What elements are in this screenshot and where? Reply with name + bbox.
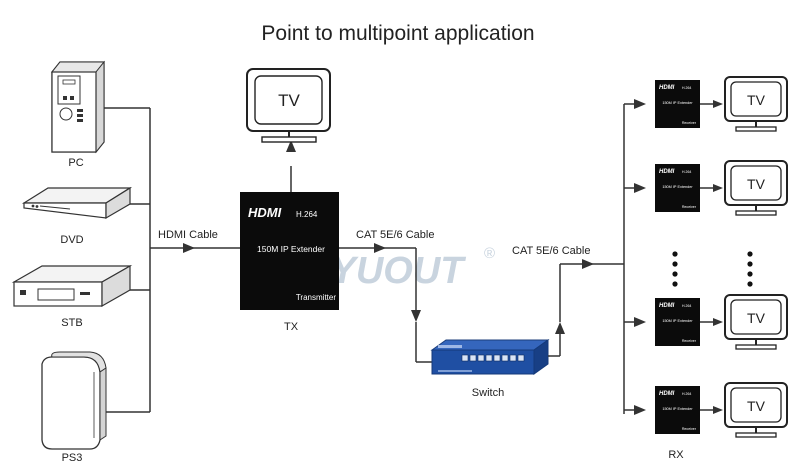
local-tv-label: TV: [278, 91, 300, 110]
display-output-arrow: [713, 100, 723, 108]
dvd-player-icon: [21, 186, 133, 220]
switch-ports: [461, 354, 525, 362]
display-output-arrow: [713, 406, 723, 414]
transmitter-codec: H.264: [296, 210, 318, 219]
receivers-caption: RX: [668, 449, 684, 461]
transmitter-box: HDMI H.264 150M IP Extender Transmitter: [240, 192, 339, 310]
receiver-role: Receiver: [682, 427, 697, 431]
receiver-codec: H.264: [682, 170, 691, 174]
pc-tower-icon: [50, 60, 106, 154]
receiver-brand-logo: HDMI: [659, 303, 675, 309]
tx-cat-arrow: [374, 243, 386, 253]
switch-port: [501, 354, 509, 362]
network-switch-icon: [430, 339, 550, 375]
receiver-model: 150M IP Extender: [662, 319, 693, 323]
receiver-role: Receiver: [682, 121, 697, 125]
switch-to-rx-cable: [548, 263, 624, 357]
receiver-box: [655, 164, 700, 212]
rx-up-arrow: [555, 322, 565, 334]
receiver-codec: H.264: [682, 86, 691, 90]
rx-cat-arrow: [582, 259, 594, 269]
receiver-tv-label: TV: [747, 398, 766, 414]
hdmi-source-bus: [104, 107, 240, 413]
transmitter-role: Transmitter: [296, 293, 336, 302]
set-top-box-icon: [11, 264, 133, 308]
local-tv-icon: TV: [246, 68, 331, 143]
switch-port: [461, 354, 469, 362]
receiver-model: 150M IP Extender: [662, 407, 693, 411]
game-console-icon: [41, 351, 107, 450]
receiver-input-arrow: [634, 405, 646, 415]
receiver-tv-icon: TV: [724, 382, 788, 438]
receiver-tv-label: TV: [747, 92, 766, 108]
receiver-codec: H.264: [682, 392, 691, 396]
receiver-tv-label: TV: [747, 176, 766, 192]
tx-down-arrow: [411, 310, 421, 322]
switch-caption: Switch: [472, 387, 504, 399]
transmitter-caption: TX: [284, 321, 299, 333]
receiver-brand-logo: HDMI: [659, 85, 675, 91]
transmitter-brand-logo: HDMI: [248, 205, 282, 220]
switch-port: [509, 354, 517, 362]
receiver-model: 150M IP Extender: [662, 101, 693, 105]
watermark-text: YUOUT: [331, 250, 467, 292]
switch-port: [517, 354, 525, 362]
rx-cat-cable-label: CAT 5E/6 Cable: [512, 245, 590, 257]
more-displays-dots: [747, 251, 753, 287]
receiver-tv-icon: TV: [724, 294, 788, 350]
receiver-box: [655, 386, 700, 434]
receiver-tv-icon: TV: [724, 76, 788, 132]
hdmi-arrow: [183, 243, 195, 253]
receiver-input-arrow: [634, 183, 646, 193]
display-output-arrow: [713, 184, 723, 192]
source-label-pc: PC: [68, 157, 83, 169]
receiver-input-arrow: [634, 317, 646, 327]
tx-cat-cable-label: CAT 5E/6 Cable: [356, 229, 434, 241]
receiver-brand-logo: HDMI: [659, 391, 675, 397]
receiver-box: [655, 298, 700, 346]
receiver-role: Receiver: [682, 205, 697, 209]
source-label-dvd: DVD: [60, 234, 83, 246]
transmitter-model: 150M IP Extender: [257, 244, 325, 254]
switch-port: [477, 354, 485, 362]
display-output-arrow: [713, 318, 723, 326]
switch-port: [485, 354, 493, 362]
source-label-stb: STB: [61, 317, 82, 329]
receiver-tv-icon: TV: [724, 160, 788, 216]
receiver-brand-logo: HDMI: [659, 169, 675, 175]
receiver-input-arrow: [634, 99, 646, 109]
receiver-tv-label: TV: [747, 310, 766, 326]
receiver-role: Receiver: [682, 339, 697, 343]
hdmi-cable-label: HDMI Cable: [158, 229, 218, 241]
source-label-ps3: PS3: [62, 452, 83, 464]
more-receivers-dots: [672, 251, 678, 287]
receiver-codec: H.264: [682, 304, 691, 308]
switch-port: [493, 354, 501, 362]
diagram-title: Point to multipoint application: [261, 22, 534, 45]
receiver-box: [655, 80, 700, 128]
watermark-registered-mark: ®: [484, 245, 495, 262]
switch-port: [469, 354, 477, 362]
receiver-model: 150M IP Extender: [662, 185, 693, 189]
